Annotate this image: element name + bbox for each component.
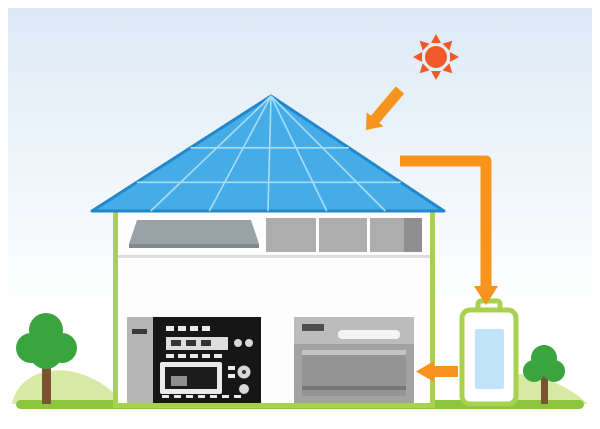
oven-microwave-unit bbox=[127, 317, 261, 403]
floor-divider bbox=[118, 255, 430, 258]
energy-flow-line bbox=[400, 155, 492, 288]
supply-arrowhead-icon bbox=[416, 361, 434, 382]
house bbox=[113, 206, 435, 408]
tree-left-trunk bbox=[42, 366, 51, 404]
dishwasher-door-groove bbox=[302, 386, 406, 390]
energy-flow-battery-to-house bbox=[416, 361, 458, 382]
tree-left-canopy bbox=[16, 313, 77, 369]
unit-side-vent bbox=[132, 329, 147, 334]
storage-battery bbox=[459, 298, 519, 407]
sun-rays bbox=[413, 34, 459, 80]
tree-right-canopy bbox=[523, 345, 565, 382]
unit-display bbox=[166, 337, 228, 350]
sunlight-arrow-icon bbox=[366, 86, 405, 130]
range-hood-edge bbox=[129, 244, 259, 248]
energy-flow-arrowhead-icon bbox=[474, 286, 498, 305]
battery-charge-cell bbox=[475, 329, 504, 389]
solar-panel-roof bbox=[90, 94, 446, 213]
sun-icon bbox=[413, 34, 459, 80]
energy-flow-roof-to-battery bbox=[400, 155, 498, 305]
bush-left bbox=[12, 370, 124, 404]
tree-left bbox=[16, 313, 77, 404]
unit-control-panel bbox=[166, 326, 253, 358]
dishwasher bbox=[294, 317, 414, 403]
unit-bottom-buttons bbox=[162, 395, 241, 398]
dishwasher-door-highlight bbox=[302, 350, 406, 355]
range-hood bbox=[129, 220, 259, 244]
dishwasher-handle-slot bbox=[338, 330, 400, 339]
dishwasher-badge bbox=[302, 324, 324, 331]
wall-cabinets bbox=[266, 218, 422, 252]
supply-arrow-shaft bbox=[434, 366, 458, 377]
sun-core bbox=[425, 46, 447, 68]
roof-panel-grid bbox=[136, 95, 401, 212]
tree-right bbox=[523, 345, 565, 404]
tree-right-trunk bbox=[541, 376, 548, 404]
microwave-door bbox=[160, 362, 222, 394]
unit-knobs bbox=[228, 365, 251, 394]
